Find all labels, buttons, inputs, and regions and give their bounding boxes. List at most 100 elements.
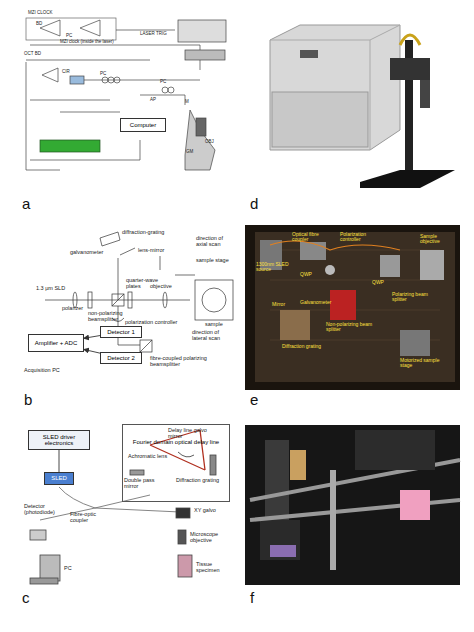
optical-table-photo [245, 225, 460, 390]
schematic-c [178, 452, 194, 457]
part-label: M [185, 100, 195, 105]
schematic-b [128, 292, 132, 308]
process-box: SLED [44, 472, 74, 485]
part-label: Microscope objective [190, 532, 230, 544]
part-label: PC [66, 34, 78, 39]
part-label: Optical fibre coupler [292, 232, 332, 243]
instrument-photo [390, 58, 430, 80]
part-label: PC [160, 80, 172, 85]
schematic-a [30, 30, 200, 70]
process-box: Detector 2 [100, 352, 142, 364]
optical-table-photo [400, 330, 430, 356]
part-label: OBJ [205, 140, 221, 145]
instrument-photo [272, 92, 368, 147]
microscope-photo [400, 490, 430, 520]
part-label: objective [150, 284, 186, 290]
part-label: Non-polarizing beam splitter [326, 322, 376, 333]
schematic-a [26, 60, 150, 170]
optical-table-photo [325, 265, 335, 275]
part-label: polarization controller [125, 320, 181, 326]
part-label: Galvanometer [300, 300, 340, 305]
part-label: Polarization controller [340, 232, 386, 243]
part-label: Detector (photodiode) [24, 504, 68, 516]
schematic-b [120, 248, 135, 255]
panel-letter: a [22, 196, 38, 212]
instrument-photo [245, 10, 460, 195]
part-label: PC [100, 72, 112, 77]
part-label: 1300nm SLED source [256, 262, 290, 273]
part-label: direction of axial scan [196, 236, 234, 248]
optical-table-photo [280, 310, 310, 340]
part-label: BD [36, 22, 48, 27]
part-label: MZI clock (inside the laser) [60, 40, 130, 45]
optical-table-photo [420, 250, 444, 280]
schematic-b [88, 292, 92, 308]
part-label: Achromatic lens [128, 454, 168, 460]
schematic-a [70, 76, 84, 84]
schematic-c [30, 530, 46, 540]
signal-line [84, 336, 100, 339]
instrument-photo [420, 80, 430, 108]
schematic-a [178, 20, 226, 42]
schematic-a [30, 140, 140, 160]
microscope-photo [260, 520, 300, 560]
instrument-photo [270, 25, 400, 150]
node-text: SLED [51, 475, 67, 481]
schematic-a [40, 140, 100, 152]
instrument-photo [300, 50, 318, 58]
schematic-b [140, 340, 152, 352]
part-label: Delay line galvo mirror [168, 428, 218, 440]
schematic-a [185, 50, 225, 60]
optical-table-photo [245, 225, 460, 390]
schematic-b [112, 294, 124, 306]
part-label: lens-mirror [138, 248, 178, 254]
process-box: Amplifier + ADC [28, 334, 84, 352]
part-label: Fibre-optic coupler [70, 512, 114, 524]
microscope-photo [245, 425, 460, 585]
part-label: LASER TRIG [140, 32, 180, 37]
process-box: SLED driver electronics [28, 430, 90, 450]
microscope-photo [355, 430, 435, 470]
part-label: direction of lateral scan [192, 330, 234, 342]
schematic-c [40, 555, 60, 581]
part-label: OCT BD [24, 52, 54, 57]
part-label: diffraction-grating [122, 230, 182, 236]
optical-table-photo [300, 242, 326, 260]
node-text: Fourier domain optical delay line [133, 439, 219, 445]
part-label: sample [205, 322, 231, 328]
part-label: Acquisition PC [24, 368, 74, 374]
part-label: XY galvo [194, 508, 230, 514]
schematic-c [30, 578, 58, 584]
part-label: GM [186, 150, 198, 155]
part-label: QWP [300, 272, 316, 277]
node-text: Amplifier + ADC [35, 340, 78, 346]
schematic-b [202, 288, 226, 312]
schematic-b [160, 256, 195, 275]
panel-letter: e [250, 392, 266, 408]
process-box: Detector 1 [100, 326, 142, 338]
part-label: CIR [62, 70, 78, 75]
part-label: Tissue specimen [196, 562, 230, 574]
part-label: Double pass mirror [124, 478, 164, 490]
optical-table-photo [255, 232, 455, 382]
schematic-a [42, 68, 58, 82]
microscope-photo [245, 425, 460, 585]
panel-letter: b [24, 392, 40, 408]
schematic-b [112, 294, 124, 306]
optical-table-photo [380, 255, 400, 277]
schematic-a [168, 87, 174, 93]
part-label: Motorized sample stage [400, 358, 450, 369]
part-label: Diffraction grating [176, 478, 226, 484]
schematic-c [176, 508, 190, 518]
part-label: Polarizing beam splitter [392, 292, 442, 303]
schematic-c [178, 555, 192, 577]
part-label: Sample objective [420, 234, 456, 245]
schematic-a [162, 87, 168, 93]
schematic-b [100, 232, 120, 246]
part-label: PC [64, 566, 80, 572]
schematic-c [130, 470, 144, 475]
schematic-c [40, 487, 180, 520]
part-label: QWP [372, 280, 388, 285]
